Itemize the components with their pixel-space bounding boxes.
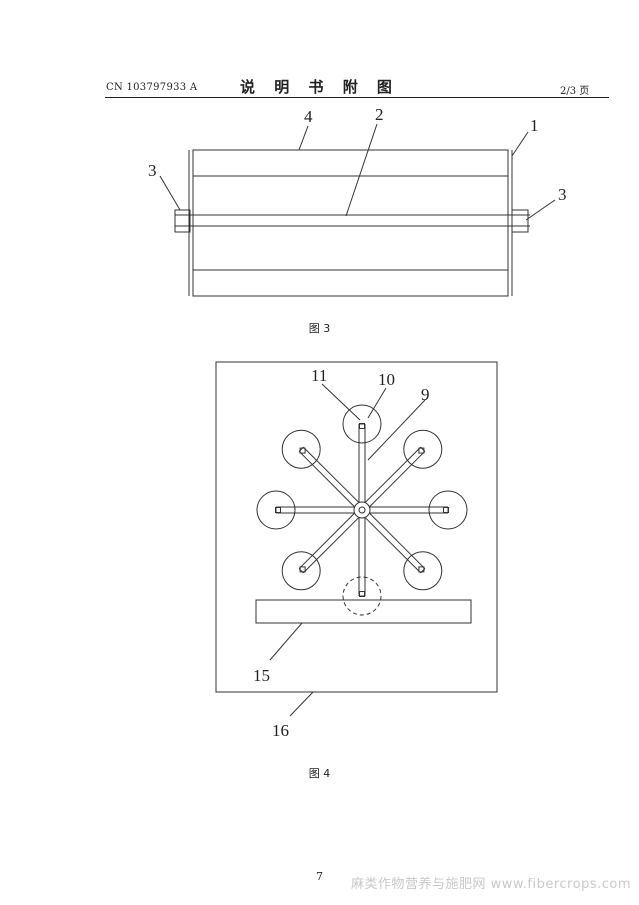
label-bearing-left: 3 — [148, 161, 157, 180]
label-bearing-right: 3 — [558, 185, 567, 204]
label-frame: 1 — [530, 116, 539, 135]
spoke-edge — [298, 450, 355, 507]
figure-3-drawing: 4 2 1 3 3 — [148, 105, 567, 297]
label-clip: 11 — [311, 366, 327, 385]
drum-body — [192, 149, 509, 297]
clip-marker — [275, 507, 281, 513]
section-title: 说 明 书 附 图 — [240, 78, 399, 96]
page-number: 7 — [316, 870, 323, 883]
spoke-edge — [302, 446, 359, 503]
label-shaft: 2 — [375, 105, 384, 124]
holder-circle — [403, 429, 443, 469]
spoke-group — [275, 423, 449, 597]
figure-3-caption: 图 3 — [308, 322, 331, 335]
clip-marker — [359, 423, 365, 429]
spoke-edge — [365, 446, 422, 503]
bearing-right — [511, 209, 529, 233]
holder-circle — [342, 404, 382, 444]
spoke-edge — [298, 513, 355, 570]
leader-drum — [298, 125, 309, 151]
holder-circle — [281, 551, 321, 591]
leader-holder — [367, 387, 387, 419]
hub-center — [358, 506, 366, 514]
hub — [353, 501, 371, 519]
figure-4-caption: 图 4 — [308, 767, 331, 780]
label-drum: 4 — [304, 107, 313, 126]
holder-circle — [281, 429, 321, 469]
watermark: 麻类作物营养与施肥网 www.fibercrops.com — [350, 877, 631, 892]
spoke-edge — [365, 517, 422, 574]
leader-frame — [511, 131, 529, 157]
base-plate — [215, 361, 498, 693]
leader-bearing-right — [525, 199, 556, 221]
clip-marker — [299, 447, 306, 454]
leader-clip — [321, 383, 361, 421]
header-rule — [105, 97, 609, 98]
label-spoke: 9 — [421, 385, 430, 404]
spoke-edge — [369, 450, 426, 507]
figure-4-drawing: 9 10 11 15 16 — [215, 361, 498, 740]
clip-marker — [418, 447, 425, 454]
clip-marker — [443, 507, 449, 513]
patent-number: CN 103797933 A — [106, 82, 198, 93]
leader-bearing-left — [159, 175, 181, 211]
holder-circle — [342, 576, 382, 616]
clip-marker — [418, 566, 425, 573]
leader-spoke — [367, 399, 426, 461]
bearing-left — [174, 209, 191, 233]
tray — [255, 599, 472, 624]
label-base: 16 — [272, 721, 289, 740]
holder-circle — [428, 490, 468, 530]
holder-group — [256, 404, 468, 616]
label-tray: 15 — [253, 666, 270, 685]
holder-circle — [403, 551, 443, 591]
leader-base — [289, 691, 314, 717]
leader-tray — [269, 622, 303, 661]
holder-circle — [256, 490, 296, 530]
label-holder: 10 — [378, 370, 395, 389]
clip-marker — [359, 591, 365, 597]
spoke-edge — [369, 513, 426, 570]
page-of: 2/3 页 — [560, 86, 590, 97]
spoke-edge — [302, 517, 359, 574]
clip-marker — [299, 566, 306, 573]
leader-shaft — [345, 123, 378, 217]
